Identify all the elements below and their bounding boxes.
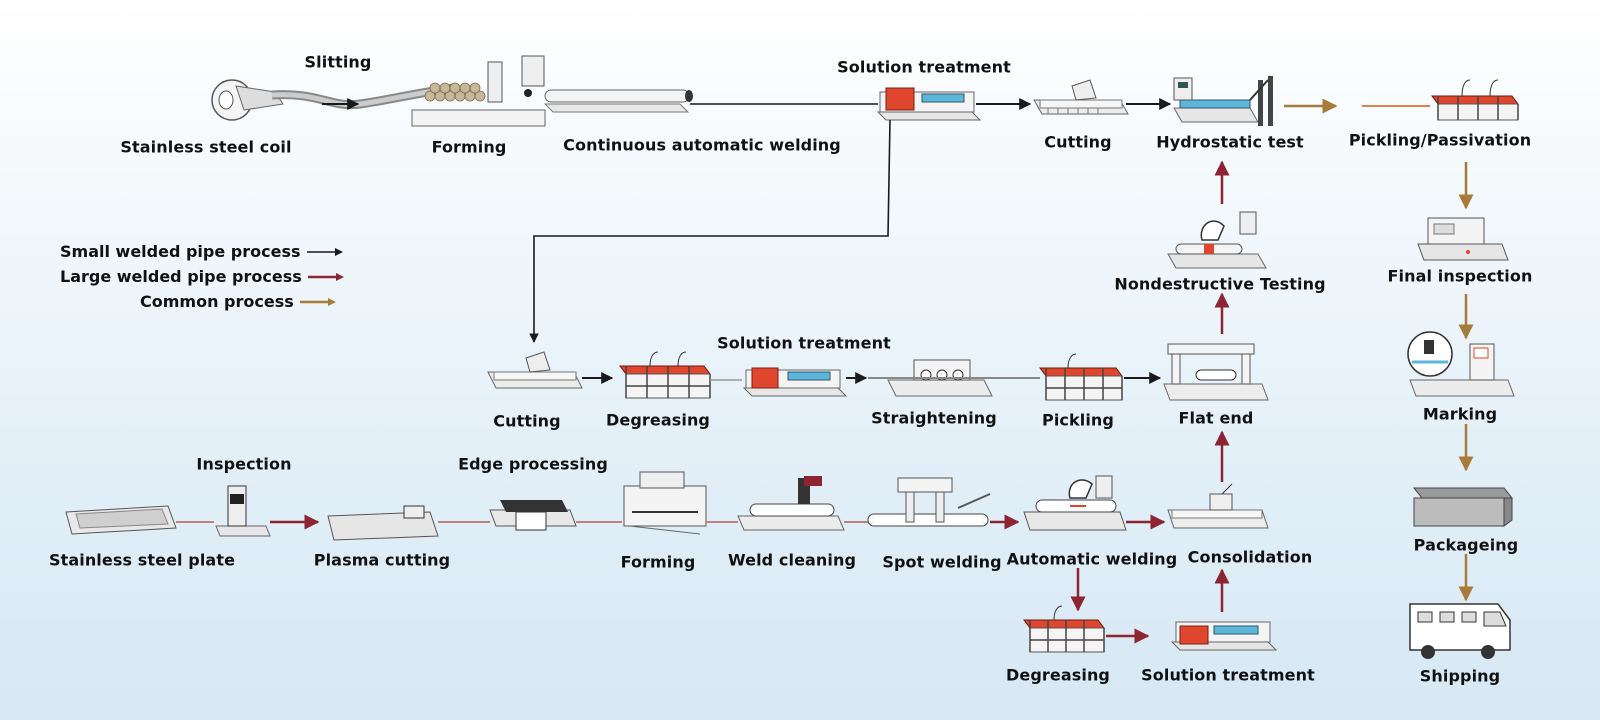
forming-press-icon	[623, 471, 707, 535]
shipping-truck-icon	[1409, 603, 1511, 659]
label-cutting-middle: Cutting	[493, 411, 561, 431]
auto-welding-machine-icon	[1023, 475, 1127, 531]
weld-cleaning-machine-icon	[737, 476, 845, 531]
label-continuous-automatic-welding: Continuous automatic welding	[563, 135, 841, 155]
degreasing-tank-icon	[1023, 605, 1105, 653]
label-consolidation: Consolidation	[1187, 547, 1313, 567]
degreasing-tank-icon	[619, 351, 711, 399]
label-degreasing-middle: Degreasing	[606, 410, 710, 430]
pickling-tank-icon	[1039, 353, 1123, 401]
legend-common-process: Common process	[140, 292, 338, 311]
legend-common-label: Common process	[140, 292, 294, 311]
plasma-cutter-icon	[327, 505, 439, 541]
spot-welding-machine-icon	[867, 477, 991, 527]
coil-icon	[211, 79, 284, 121]
legend-large-process: Large welded pipe process	[60, 267, 346, 286]
legend-black-arrow-icon	[306, 247, 343, 256]
label-hydrostatic-test: Hydrostatic test	[1156, 132, 1304, 152]
straightening-machine-icon	[868, 359, 1040, 397]
cutting-machine-icon	[1033, 79, 1129, 115]
welded-pipe-icon	[543, 89, 693, 113]
label-pickling: Pickling	[1042, 410, 1114, 430]
label-flat-end: Flat end	[1178, 408, 1254, 428]
label-inspection: Inspection	[196, 454, 292, 474]
forming-machine-icon	[411, 55, 546, 127]
label-edge-processing: Edge processing	[458, 454, 608, 474]
pickling-tank-icon	[1431, 79, 1519, 121]
label-straightening: Straightening	[871, 408, 997, 428]
label-automatic-welding: Automatic welding	[1006, 549, 1178, 569]
solution-furnace-icon	[742, 367, 848, 397]
label-degreasing-bottom: Degreasing	[1006, 665, 1110, 685]
label-forming: Forming	[431, 137, 507, 157]
package-crate-icon	[1412, 487, 1514, 527]
label-forming-bottom: Forming	[620, 552, 696, 572]
label-nondestructive-testing: Nondestructive Testing	[1114, 274, 1326, 294]
label-solution-treatment-top: Solution treatment	[837, 57, 1011, 77]
flat-end-machine-icon	[1163, 343, 1269, 401]
label-packaging: Packageing	[1413, 535, 1519, 555]
legend-small-process: Small welded pipe process	[60, 242, 345, 261]
legend-large-label: Large welded pipe process	[60, 267, 302, 286]
legend-gold-arrow-icon	[299, 297, 336, 306]
hydrostatic-tester-icon	[1173, 76, 1273, 126]
legend-small-label: Small welded pipe process	[60, 242, 301, 261]
label-cutting-top: Cutting	[1044, 132, 1112, 152]
label-slitting: Slitting	[304, 52, 372, 72]
ndt-machine-icon	[1167, 211, 1267, 269]
label-plasma-cutting: Plasma cutting	[313, 550, 451, 570]
label-spot-welding: Spot welding	[882, 552, 1002, 572]
solution-furnace-icon	[876, 87, 982, 121]
label-final-inspection: Final inspection	[1387, 266, 1533, 286]
label-shipping: Shipping	[1419, 666, 1501, 686]
flow-arrow	[529, 119, 891, 343]
solution-furnace-icon	[1170, 621, 1278, 651]
slitting-strip-icon	[271, 83, 456, 110]
legend-red-arrow-icon	[307, 272, 344, 281]
label-marking: Marking	[1422, 404, 1498, 424]
label-solution-treatment-bottom: Solution treatment	[1141, 665, 1315, 685]
cutting-machine-icon	[487, 351, 583, 389]
label-stainless-steel-plate: Stainless steel plate	[48, 550, 236, 570]
label-pickling-passivation: Pickling/Passivation	[1348, 130, 1532, 150]
label-stainless-steel-coil: Stainless steel coil	[120, 137, 292, 157]
final-inspection-device-icon	[1417, 217, 1509, 261]
label-solution-treatment-middle: Solution treatment	[717, 333, 891, 353]
label-weld-cleaning: Weld cleaning	[727, 550, 857, 570]
marking-machine-icon	[1407, 331, 1515, 397]
consolidation-machine-icon	[1167, 483, 1269, 529]
inspection-device-icon	[215, 485, 271, 537]
edge-processing-machine-icon	[489, 500, 577, 531]
steel-plate-icon	[65, 505, 177, 535]
